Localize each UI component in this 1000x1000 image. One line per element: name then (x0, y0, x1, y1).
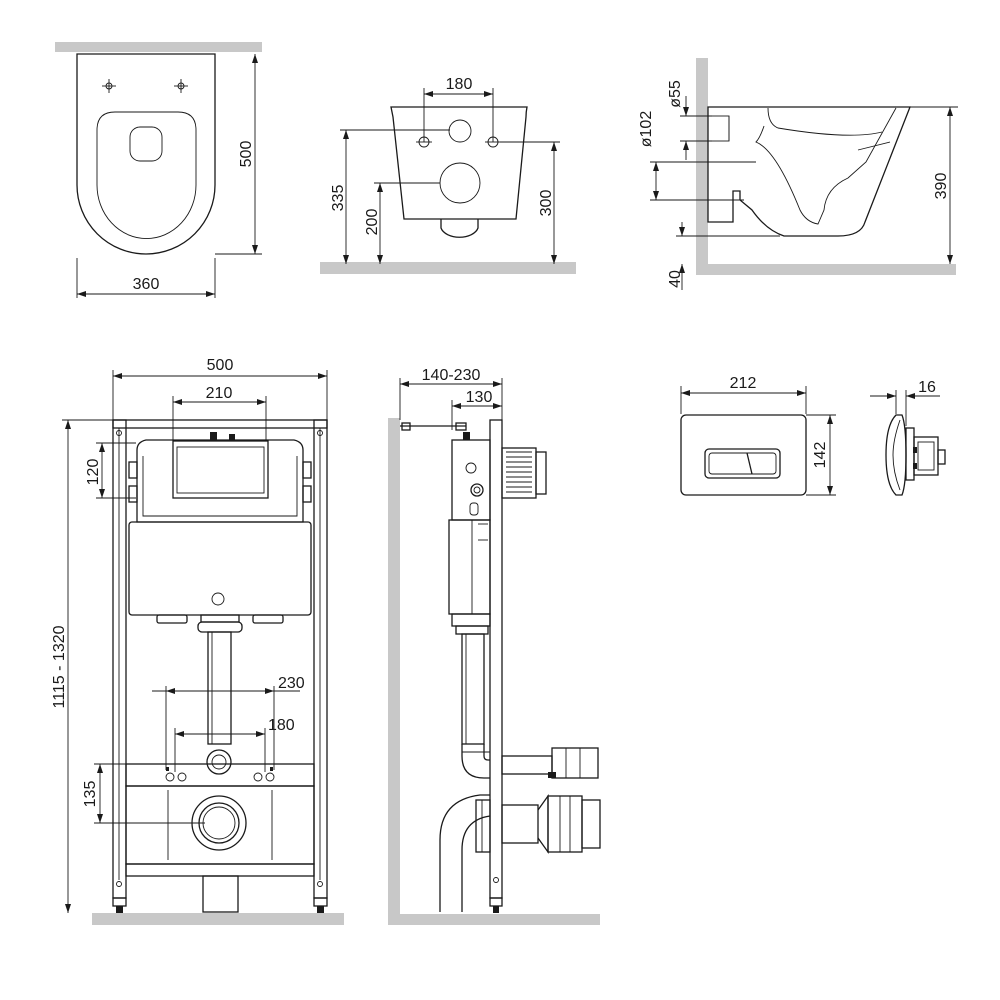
dim-bowl-width: 360 (133, 276, 160, 293)
dim-depth-range: 140-230 (422, 367, 481, 384)
dim-total-height: 335 (330, 185, 347, 212)
flush-plate-front: 212 142 (680, 375, 836, 496)
dim-holes-spacing: 180 (446, 76, 473, 93)
dim-bolt-spacing-outer: 230 (278, 675, 305, 692)
wall-hatch (388, 418, 400, 914)
mounting-hole-marks (102, 79, 188, 93)
dim-clearance: 40 (667, 270, 684, 288)
frame-side-view: 140-230 130 (388, 367, 601, 925)
floor-hatch (388, 914, 600, 925)
bowl-back-view: 180 335 200 300 (320, 76, 576, 274)
wall-hatch (55, 42, 262, 52)
dim-side-height: 300 (538, 190, 555, 217)
dim-bowl-height: 390 (933, 173, 950, 200)
dim-outlet-height-frame: 135 (82, 781, 99, 808)
spring-hatch (506, 451, 532, 493)
dim-frame-height: 1115 - 1320 (51, 625, 68, 708)
dim-bowl-depth: 500 (238, 141, 255, 168)
dim-bolt-spacing-inner: 180 (268, 717, 295, 734)
dim-outlet-height: 200 (364, 209, 381, 236)
dim-outlet-diameter: ø102 (638, 111, 655, 148)
wall-hatch (696, 58, 708, 264)
dim-cistern-height: 120 (85, 459, 102, 486)
dim-inlet-diameter: ø55 (667, 80, 684, 108)
dim-plate-width: 212 (730, 375, 757, 392)
dim-plate-height: 142 (812, 442, 829, 469)
bowl-top-view: 360 500 (55, 42, 262, 298)
floor-hatch (320, 262, 576, 274)
dim-plate-thickness: 16 (918, 379, 936, 396)
dim-frame-width: 500 (207, 357, 234, 374)
floor-hatch (696, 264, 956, 275)
frame-front-view: 500 210 120 1115 - 1320 230 180 135 (51, 357, 344, 925)
dim-cistern-width: 210 (206, 385, 233, 402)
floor-hatch (92, 913, 344, 925)
bowl-side-view: ø55 ø102 40 390 (638, 58, 958, 290)
dim-depth-fixed: 130 (466, 389, 493, 406)
flush-plate-side: 16 (870, 379, 946, 496)
